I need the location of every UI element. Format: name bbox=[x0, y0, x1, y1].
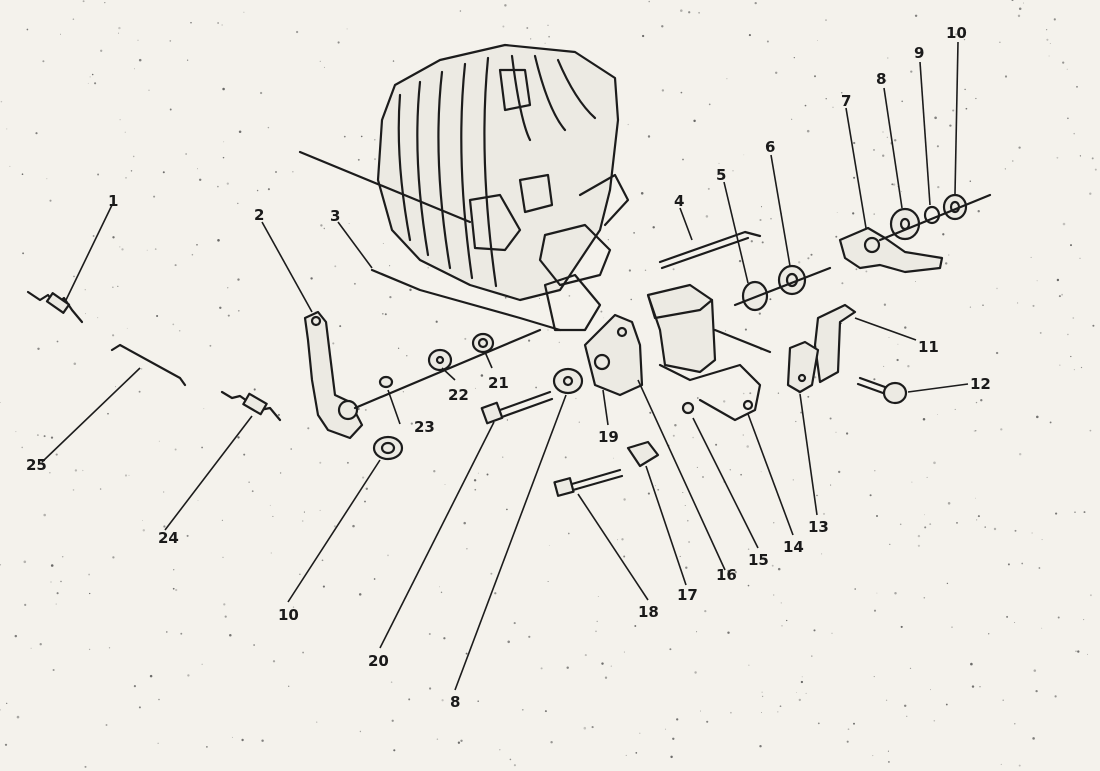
callout-14: 14 bbox=[783, 538, 804, 556]
callout-13: 13 bbox=[808, 518, 829, 536]
callout-2: 2 bbox=[254, 206, 264, 224]
callout-10-left: 10 bbox=[278, 606, 299, 624]
callout-20: 20 bbox=[368, 652, 389, 670]
part-12-bolt bbox=[856, 376, 908, 405]
part-22-washer bbox=[427, 348, 453, 372]
callout-21: 21 bbox=[488, 374, 509, 392]
callout-9: 9 bbox=[914, 44, 924, 62]
part-5-washer bbox=[741, 280, 769, 312]
callout-3: 3 bbox=[330, 207, 340, 225]
callout-23: 23 bbox=[414, 418, 435, 436]
part-23-washer bbox=[378, 375, 394, 389]
callout-16: 16 bbox=[716, 566, 737, 584]
callout-15: 15 bbox=[748, 551, 769, 569]
callout-19: 19 bbox=[598, 428, 619, 446]
callout-4: 4 bbox=[674, 192, 684, 210]
callout-8-upper: 8 bbox=[876, 70, 886, 88]
callout-6: 6 bbox=[765, 138, 775, 156]
part-24-spring-clip bbox=[220, 390, 282, 422]
callout-10-right: 10 bbox=[946, 24, 967, 42]
part-19-bracket-plate bbox=[583, 313, 644, 397]
callout-11: 11 bbox=[918, 338, 939, 356]
callout-labels: 1 2 3 4 5 6 7 8 8 9 10 10 11 12 13 14 15… bbox=[26, 24, 991, 711]
part-13-plate bbox=[786, 340, 820, 394]
callout-8-lower: 8 bbox=[450, 693, 460, 711]
part-17-clip bbox=[626, 440, 660, 468]
callout-25: 25 bbox=[26, 456, 47, 474]
part-2-throttle-lever bbox=[303, 310, 364, 440]
engine-cylinder-block bbox=[298, 43, 630, 332]
part-4-link-rod bbox=[658, 230, 762, 270]
callout-24: 24 bbox=[158, 529, 179, 547]
part-10-nut-right bbox=[942, 193, 968, 221]
callout-7: 7 bbox=[841, 92, 851, 110]
callout-18: 18 bbox=[638, 603, 659, 621]
shaft-axis-right bbox=[733, 193, 992, 307]
part-7-lever-arm bbox=[838, 226, 944, 274]
link-line bbox=[713, 328, 772, 354]
part-8-washer-lower bbox=[552, 367, 584, 395]
part-18-screw bbox=[553, 468, 624, 497]
part-6-bushing bbox=[777, 264, 807, 296]
callout-17: 17 bbox=[677, 586, 698, 604]
part-16-main-bracket bbox=[646, 283, 762, 422]
leader-lines bbox=[41, 41, 969, 691]
part-10-nut-left bbox=[372, 435, 404, 461]
part-25-rod bbox=[110, 343, 187, 387]
callout-12: 12 bbox=[970, 375, 991, 393]
part-21-bushing bbox=[471, 332, 495, 354]
shaft-axis-left bbox=[353, 328, 542, 410]
callout-1: 1 bbox=[108, 192, 118, 210]
part-11-mounting-bracket bbox=[813, 303, 857, 384]
callout-22: 22 bbox=[448, 386, 469, 404]
part-1-spring bbox=[26, 290, 84, 324]
part-15-pin bbox=[681, 401, 695, 415]
part-20-bolt bbox=[480, 390, 554, 425]
callout-5: 5 bbox=[716, 166, 726, 184]
